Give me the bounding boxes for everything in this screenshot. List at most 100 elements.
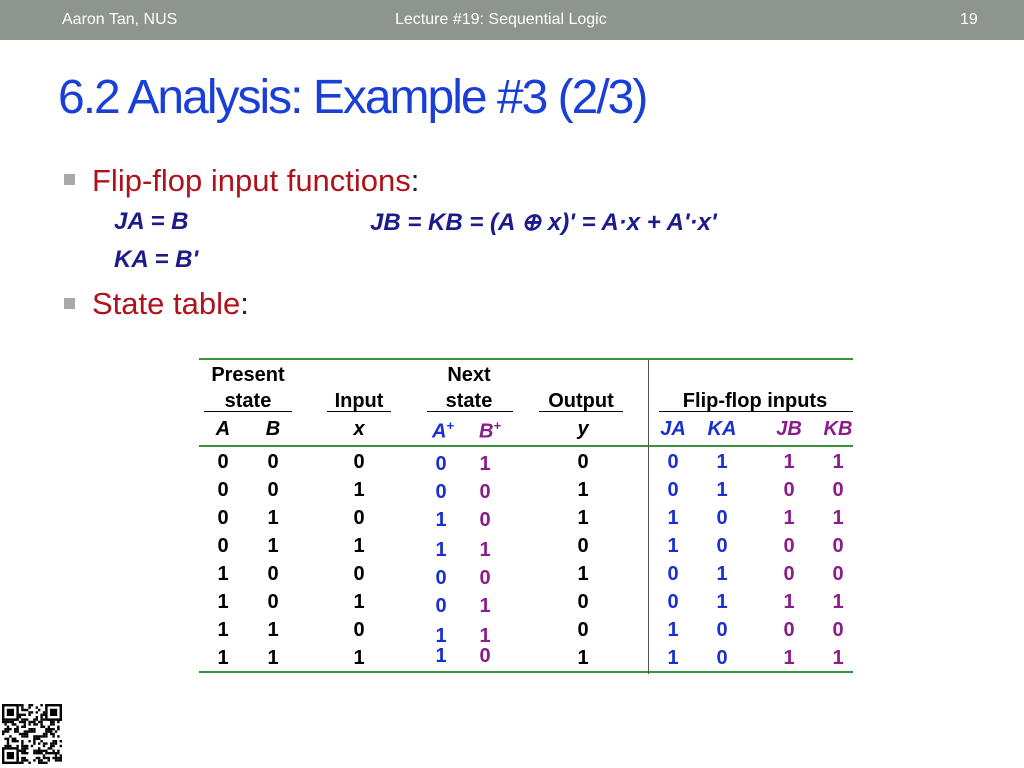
header-underline <box>659 411 853 412</box>
bullet-flipflop-functions: Flip-flop input functions: <box>92 163 419 199</box>
cell-jb: 1 <box>783 507 795 529</box>
cell-x: 1 <box>353 591 365 613</box>
cell-a-next: 0 <box>435 481 447 503</box>
table-column-divider <box>648 360 649 674</box>
bullet-colon: : <box>240 286 249 321</box>
cell-ka: 1 <box>716 591 728 613</box>
header-output: Output <box>548 390 614 412</box>
subheader-b-next: B+ <box>478 418 502 443</box>
table-header-rule <box>199 445 853 447</box>
cell-a-next: 1 <box>435 645 447 667</box>
cell-y: 1 <box>577 563 589 585</box>
cell-b-next: 0 <box>479 481 491 503</box>
bullet-square-icon <box>64 298 75 309</box>
formula-ja: JA = B <box>114 208 189 235</box>
cell-b-next: 1 <box>479 625 491 647</box>
cell-y: 1 <box>577 647 589 669</box>
subheader-a-next: A+ <box>431 418 455 443</box>
cell-b: 0 <box>267 479 279 501</box>
formula-jb-kb: JB = KB = (A ⊕ x)' = A·x + A'·x' <box>370 209 717 236</box>
bullet-square-icon <box>64 174 75 185</box>
cell-a: 1 <box>217 563 229 585</box>
subheader-ja: JA <box>660 418 686 440</box>
page-number: 19 <box>960 11 978 28</box>
cell-a-next: 0 <box>435 567 447 589</box>
cell-ka: 0 <box>716 535 728 557</box>
header-next: Next <box>447 364 491 386</box>
cell-b-next: 1 <box>479 595 491 617</box>
bullet-label: Flip-flop input functions <box>92 163 411 198</box>
bullet-state-table: State table: <box>92 286 249 322</box>
cell-a: 1 <box>217 591 229 613</box>
cell-b: 0 <box>267 451 279 473</box>
cell-a: 0 <box>217 535 229 557</box>
cell-a-next: 1 <box>435 625 447 647</box>
author-label: Aaron Tan, NUS <box>62 11 178 28</box>
cell-b: 1 <box>267 535 279 557</box>
header-next-state: state <box>445 390 493 412</box>
header-bar: Aaron Tan, NUS Lecture #19: Sequential L… <box>0 0 1024 40</box>
cell-a-next: 0 <box>435 595 447 617</box>
lecture-label: Lecture #19: Sequential Logic <box>395 11 607 28</box>
header-flipflop-inputs: Flip-flop inputs <box>682 390 828 412</box>
cell-kb: 1 <box>832 647 844 669</box>
cell-y: 1 <box>577 507 589 529</box>
table-bottom-rule <box>199 671 853 673</box>
cell-b: 1 <box>267 507 279 529</box>
cell-kb: 0 <box>832 619 844 641</box>
cell-b: 0 <box>267 563 279 585</box>
subheader-x: x <box>353 418 365 440</box>
cell-ja: 0 <box>667 479 679 501</box>
cell-x: 0 <box>353 507 365 529</box>
header-underline <box>327 411 391 412</box>
header-underline <box>539 411 623 412</box>
cell-jb: 1 <box>783 591 795 613</box>
cell-kb: 0 <box>832 479 844 501</box>
header-underline <box>204 411 292 412</box>
cell-a: 1 <box>217 619 229 641</box>
cell-y: 0 <box>577 591 589 613</box>
cell-kb: 1 <box>832 591 844 613</box>
cell-a-next: 1 <box>435 539 447 561</box>
cell-ja: 1 <box>667 647 679 669</box>
bullet-label: State table <box>92 286 241 321</box>
subheader-a: A <box>215 418 231 440</box>
cell-kb: 0 <box>832 535 844 557</box>
cell-b-next: 1 <box>479 453 491 475</box>
cell-jb: 1 <box>783 647 795 669</box>
cell-a: 0 <box>217 479 229 501</box>
cell-ja: 0 <box>667 451 679 473</box>
cell-kb: 1 <box>832 451 844 473</box>
cell-x: 0 <box>353 563 365 585</box>
subheader-kb: KB <box>823 418 853 440</box>
subheader-jb: JB <box>776 418 802 440</box>
cell-kb: 1 <box>832 507 844 529</box>
cell-b-next: 0 <box>479 645 491 667</box>
cell-x: 1 <box>353 647 365 669</box>
subheader-ka: KA <box>707 418 737 440</box>
cell-x: 0 <box>353 451 365 473</box>
cell-ka: 1 <box>716 451 728 473</box>
formula-ka: KA = B' <box>114 246 199 273</box>
cell-ka: 1 <box>716 479 728 501</box>
cell-x: 0 <box>353 619 365 641</box>
cell-x: 1 <box>353 535 365 557</box>
cell-b-next: 0 <box>479 509 491 531</box>
subheader-y: y <box>577 418 589 440</box>
header-present-state: state <box>224 390 272 412</box>
cell-b: 1 <box>267 647 279 669</box>
cell-a: 1 <box>217 647 229 669</box>
cell-ja: 1 <box>667 535 679 557</box>
cell-b: 1 <box>267 619 279 641</box>
cell-b-next: 1 <box>479 539 491 561</box>
cell-b: 0 <box>267 591 279 613</box>
bullet-colon: : <box>410 163 420 198</box>
cell-y: 0 <box>577 535 589 557</box>
qr-code-icon <box>2 704 62 764</box>
cell-y: 0 <box>577 451 589 473</box>
cell-y: 0 <box>577 619 589 641</box>
cell-b-next: 0 <box>479 567 491 589</box>
cell-ja: 0 <box>667 563 679 585</box>
cell-ka: 0 <box>716 619 728 641</box>
subheader-b: B <box>265 418 281 440</box>
